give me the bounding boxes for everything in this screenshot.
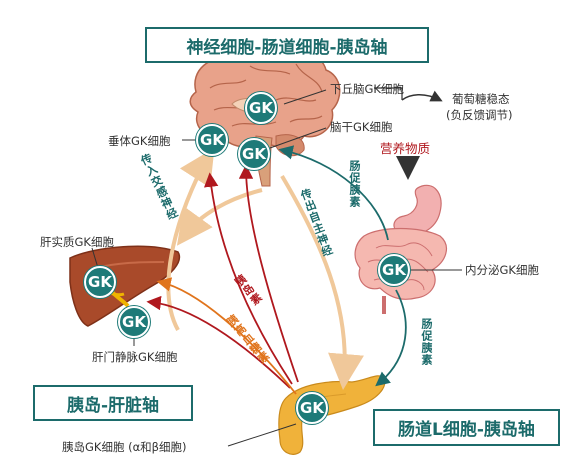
insulin-to-liver-arrow bbox=[146, 295, 291, 389]
gut-to-pancreas-arrow bbox=[375, 289, 407, 387]
gk-liver-parenchyma-badge: GK bbox=[84, 266, 116, 298]
efferent-nerve-arrow-liver bbox=[176, 188, 263, 246]
leader-liver-parenchyma bbox=[91, 247, 99, 269]
insulin-to-brain-arrow bbox=[238, 164, 299, 383]
label-liver-parenchyma-gk: 肝实质GK细胞 bbox=[40, 235, 114, 249]
gut-to-brain-arrow bbox=[278, 145, 389, 241]
title-neural-gut-islet-axis: 神经细胞-肠道细胞-胰岛轴 bbox=[145, 27, 429, 63]
leader-islet bbox=[227, 423, 297, 447]
leader-brainstem bbox=[269, 127, 327, 149]
insulin-to-brain-arrow-2 bbox=[204, 172, 293, 385]
homeostasis-arrow bbox=[401, 90, 443, 102]
gk-pituitary-badge: GK bbox=[196, 124, 228, 156]
label-pituitary-gk: 垂体GK细胞 bbox=[108, 134, 171, 148]
afferent-nerve-arrow bbox=[166, 147, 215, 331]
gk-brainstem-badge: GK bbox=[238, 138, 270, 170]
label-enteroendocrine-gk: 内分泌GK细胞 bbox=[465, 263, 539, 277]
homeostasis-feedback-line bbox=[374, 87, 403, 100]
title-gut-l-cell-islet-axis: 肠道L细胞-胰岛轴 bbox=[373, 409, 560, 446]
glucagon-to-liver-arrow bbox=[156, 277, 297, 395]
gk-portal-vein-badge: GK bbox=[118, 306, 150, 338]
gk-islet-badge: GK bbox=[296, 392, 328, 424]
label-incretin-lower: 肠促胰素 bbox=[420, 318, 433, 366]
label-brainstem-gk: 脑干GK细胞 bbox=[330, 120, 393, 134]
label-incretin-upper: 肠促胰素 bbox=[348, 160, 361, 208]
label-negative-feedback: (负反馈调节) bbox=[446, 108, 513, 122]
label-glucose-homeostasis: 葡萄糖稳态 bbox=[452, 92, 510, 106]
pancreas-icon bbox=[278, 375, 386, 455]
gk-hypothalamus-badge: GK bbox=[245, 92, 277, 124]
intestine-icon bbox=[354, 184, 448, 314]
label-portal-vein-gk: 肝门静脉GK细胞 bbox=[92, 350, 178, 364]
efferent-nerve-arrow-pancreas bbox=[280, 174, 364, 390]
leader-hypothalamus bbox=[283, 89, 327, 105]
label-islet-gk: 胰岛GK细胞 (α和β细胞) bbox=[62, 440, 187, 454]
gk-enteroendocrine-badge: GK bbox=[378, 254, 410, 286]
label-nutrients: 营养物质 bbox=[380, 141, 431, 156]
label-hypothalamus-gk: 下丘脑GK细胞 bbox=[330, 82, 404, 96]
title-islet-liver-axis: 胰岛-肝脏轴 bbox=[33, 385, 193, 421]
